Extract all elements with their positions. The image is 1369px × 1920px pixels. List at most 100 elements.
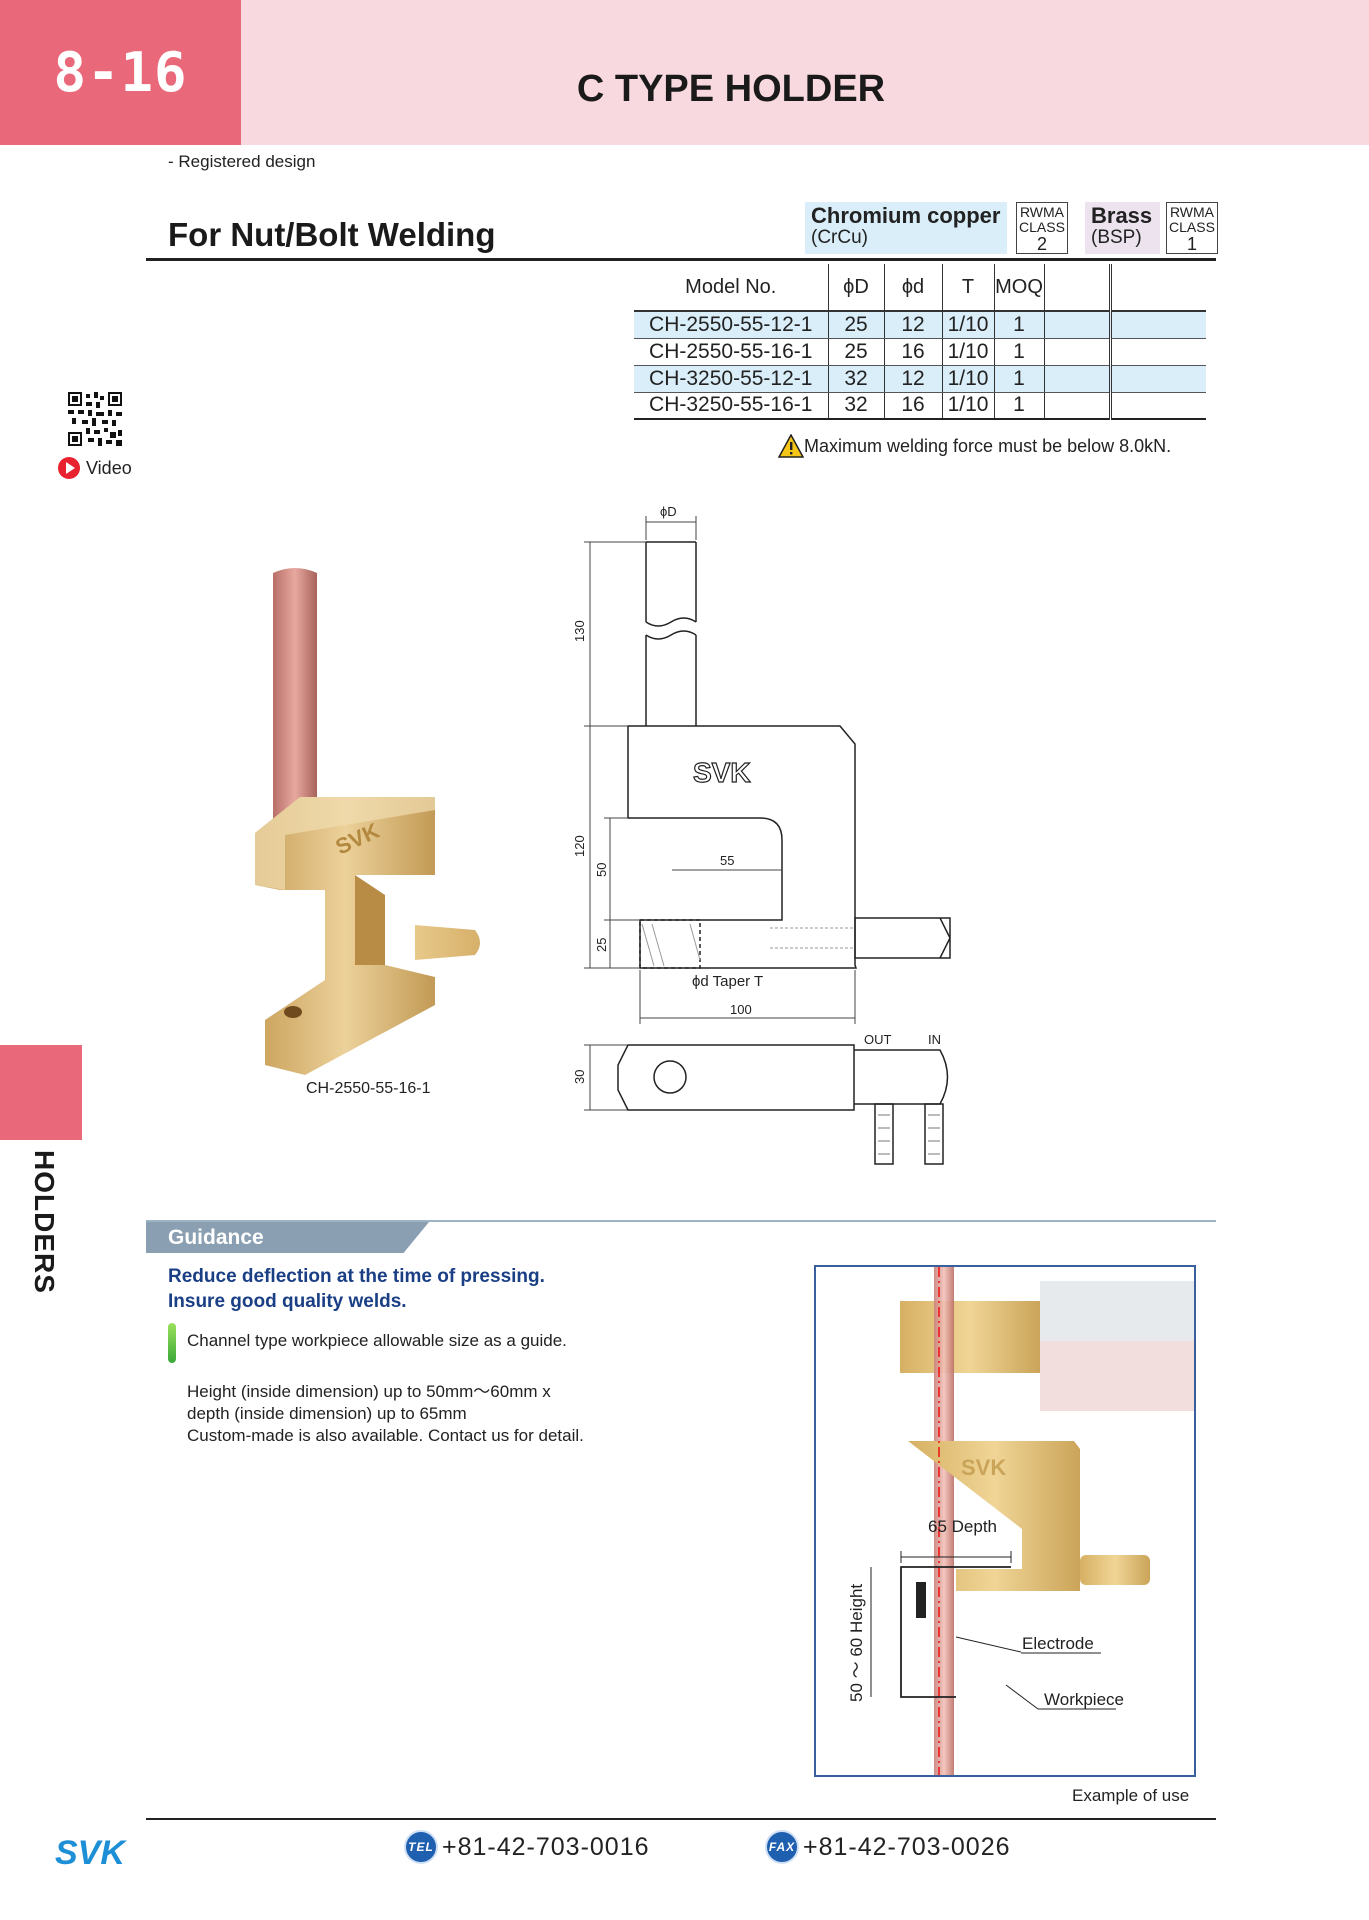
- label-in: IN: [928, 1032, 941, 1047]
- height-label: 50 ～ 60 Height: [847, 1584, 866, 1702]
- cell: 1/10: [941, 338, 994, 366]
- material-name: Brass: [1091, 203, 1153, 228]
- header-phid: ϕd: [883, 264, 942, 312]
- body-line: Custom-made is also available. Contact u…: [187, 1426, 584, 1445]
- dim-taper: ϕd Taper T: [692, 973, 763, 990]
- model-cell: CH-2550-55-16-1: [634, 338, 828, 366]
- heading-line: Insure good quality welds.: [168, 1291, 407, 1312]
- spare-cell: [1043, 264, 1110, 312]
- green-bullet-icon: [168, 1323, 176, 1363]
- guidance-body: Height (inside dimension) up to 50mm〜60m…: [187, 1381, 584, 1447]
- dim-30: 30: [572, 1070, 587, 1084]
- spec-table: Model No. ϕD ϕd T MOQ CH-2550-55-12-1 25…: [634, 264, 1206, 420]
- class-label: CLASS: [1169, 219, 1215, 235]
- cell: 25: [827, 338, 884, 366]
- cell: 32: [827, 392, 884, 420]
- body-line: depth (inside dimension) up to 65mm: [187, 1404, 467, 1423]
- guidance-heading: Reduce deflection at the time of pressin…: [168, 1264, 545, 1314]
- dim-100: 100: [730, 1002, 752, 1017]
- material-chromium-copper: Chromium copper (CrCu): [805, 202, 1007, 254]
- cell: [1043, 365, 1110, 393]
- fax-badge-icon: FAX: [765, 1830, 799, 1864]
- cell: [1043, 338, 1110, 366]
- rwma-class-badge: RWMA CLASS 1: [1166, 202, 1218, 254]
- company-logo: SVK: [55, 1836, 127, 1868]
- logo-text: SVK: [55, 1836, 127, 1868]
- example-logo: SVK: [961, 1455, 1006, 1480]
- cell: 1/10: [941, 365, 994, 393]
- class-label: CLASS: [1019, 219, 1065, 235]
- label-out: OUT: [864, 1032, 892, 1047]
- drawing-logo: SVK: [693, 757, 751, 788]
- cell: [1108, 311, 1206, 339]
- depth-label: 65 Depth: [928, 1517, 997, 1536]
- cell: [1108, 365, 1206, 393]
- cell: 12: [883, 365, 942, 393]
- section-title: For Nut/Bolt Welding: [168, 216, 496, 253]
- header-model: Model No.: [634, 264, 828, 312]
- page-title: C TYPE HOLDER: [576, 68, 886, 110]
- warning-text: Maximum welding force must be below 8.0k…: [804, 435, 1172, 456]
- dim-55: 55: [720, 853, 734, 868]
- cell: 1: [993, 311, 1044, 339]
- dim-phiD: ϕD: [660, 504, 677, 519]
- guidance-divider: [146, 1220, 1216, 1222]
- cell: 12: [883, 311, 942, 339]
- video-link[interactable]: Video: [58, 457, 132, 479]
- table-row: CH-3250-55-16-1 32 16 1/10 1: [634, 392, 1206, 420]
- dim-130: 130: [572, 620, 587, 642]
- example-illustration: 65 Depth 50 ～ 60 Height Electrode Workpi…: [847, 1267, 1194, 1775]
- cell: 1: [993, 365, 1044, 393]
- table-row: CH-2550-55-12-1 25 12 1/10 1: [634, 311, 1206, 339]
- photo-caption: CH-2550-55-16-1: [306, 1080, 431, 1097]
- fax-contact[interactable]: FAX +81-42-703-0026: [765, 1830, 1011, 1864]
- class-value: 1: [1186, 234, 1197, 254]
- guidance-bullet: Channel type workpiece allowable size as…: [187, 1331, 567, 1350]
- section-divider: [146, 258, 1216, 261]
- material-code: (CrCu): [811, 227, 868, 248]
- workpiece-label: Workpiece: [1044, 1690, 1124, 1709]
- rwma-class-badge: RWMA CLASS 2: [1016, 202, 1068, 254]
- footer-divider: [146, 1818, 1216, 1820]
- table-header-row: Model No. ϕD ϕd T MOQ: [634, 264, 1206, 312]
- technical-drawing: ϕD 130 120 50 25 55 ϕd Taper T 100 30 OU…: [572, 504, 951, 1165]
- electrode-label: Electrode: [1022, 1634, 1094, 1653]
- model-cell: CH-3250-55-12-1: [634, 365, 828, 393]
- cell: [1108, 338, 1206, 366]
- side-tab: [0, 1045, 82, 1140]
- dim-25: 25: [594, 938, 609, 952]
- cell: 16: [883, 338, 942, 366]
- play-icon: [58, 457, 80, 479]
- heading-line: Reduce deflection at the time of pressin…: [168, 1266, 545, 1287]
- material-code: (BSP): [1091, 227, 1142, 248]
- body-line: Height (inside dimension) up to 50mm〜60m…: [187, 1382, 551, 1401]
- rwma-label: RWMA: [1169, 204, 1215, 220]
- model-cell: CH-3250-55-16-1: [634, 392, 828, 420]
- table-row: CH-2550-55-16-1 25 16 1/10 1: [634, 338, 1206, 366]
- category-label: HOLDERS: [29, 1150, 60, 1294]
- video-label: Video: [86, 457, 132, 478]
- guidance-tab: Guidance: [146, 1222, 429, 1253]
- tel-badge-icon: TEL: [404, 1830, 438, 1864]
- qr-code-icon[interactable]: [68, 392, 122, 446]
- cell: 1/10: [941, 311, 994, 339]
- cell: [1108, 392, 1206, 420]
- header-t: T: [941, 264, 994, 312]
- phone-number: +81-42-703-0016: [442, 1832, 650, 1861]
- class-value: 2: [1036, 234, 1047, 254]
- warning-note: Maximum welding force must be below 8.0k…: [778, 434, 1171, 458]
- dim-120: 120: [572, 835, 587, 857]
- cell: 1: [993, 392, 1044, 420]
- example-caption: Example of use: [1072, 1786, 1190, 1805]
- cell: 32: [827, 365, 884, 393]
- cell: 1: [993, 338, 1044, 366]
- header-phiD: ϕD: [827, 264, 884, 312]
- phone-contact[interactable]: TEL +81-42-703-0016: [404, 1830, 650, 1864]
- cell: 1/10: [941, 392, 994, 420]
- example-figure: 65 Depth 50 ～ 60 Height Electrode Workpi…: [814, 1265, 1196, 1777]
- material-name: Chromium copper: [811, 203, 1001, 228]
- cell: 25: [827, 311, 884, 339]
- cell: 16: [883, 392, 942, 420]
- spare-cell: [1108, 264, 1206, 312]
- rwma-label: RWMA: [1019, 204, 1065, 220]
